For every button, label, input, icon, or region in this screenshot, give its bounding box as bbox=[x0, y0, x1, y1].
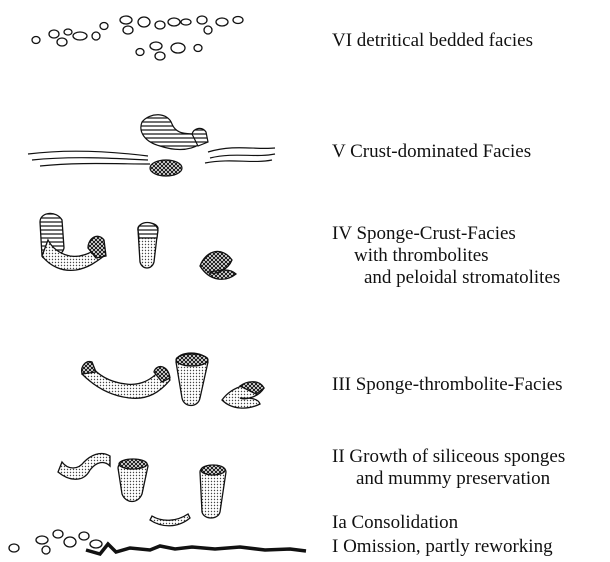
facies-label-iii-line1: III Sponge-thrombolite-Facies bbox=[332, 374, 563, 395]
facies-label-i: I Omission, partly reworking bbox=[332, 536, 553, 558]
facies-label-v-line1: V Crust-dominated Facies bbox=[332, 141, 531, 162]
facies-label-ia: Ia Consolidation bbox=[332, 512, 458, 534]
facies-label-ii-line1: II Growth of siliceous sponges bbox=[332, 446, 565, 468]
facies-label-vi: VI detritical bedded facies bbox=[332, 30, 533, 52]
facies-label-ia-line1: Ia Consolidation bbox=[332, 512, 458, 533]
siliceous-sponges-ii bbox=[58, 454, 226, 526]
facies-label-iv: IV Sponge-Crust-Facies with thrombolites… bbox=[332, 223, 560, 289]
crust-dominated-v bbox=[28, 115, 275, 176]
facies-label-ii: II Growth of siliceous sponges and mummy… bbox=[332, 446, 565, 490]
facies-label-iv-line2: with thrombolites bbox=[332, 245, 560, 267]
facies-label-iv-line1: IV Sponge-Crust-Facies bbox=[332, 223, 560, 245]
facies-label-i-line1: I Omission, partly reworking bbox=[332, 536, 553, 557]
facies-label-v: V Crust-dominated Facies bbox=[332, 141, 531, 163]
facies-label-iii: III Sponge-thrombolite-Facies bbox=[332, 374, 563, 396]
sponge-thrombolite-iii bbox=[82, 353, 264, 408]
detrital-clasts-vi bbox=[32, 16, 243, 60]
sponge-crust-iv bbox=[40, 213, 236, 279]
facies-label-iv-line3: and peloidal stromatolites bbox=[332, 267, 560, 289]
omission-surface-i bbox=[9, 530, 306, 554]
facies-label-vi-line1: VI detritical bedded facies bbox=[332, 30, 533, 51]
facies-label-ii-line2: and mummy preservation bbox=[332, 468, 565, 490]
